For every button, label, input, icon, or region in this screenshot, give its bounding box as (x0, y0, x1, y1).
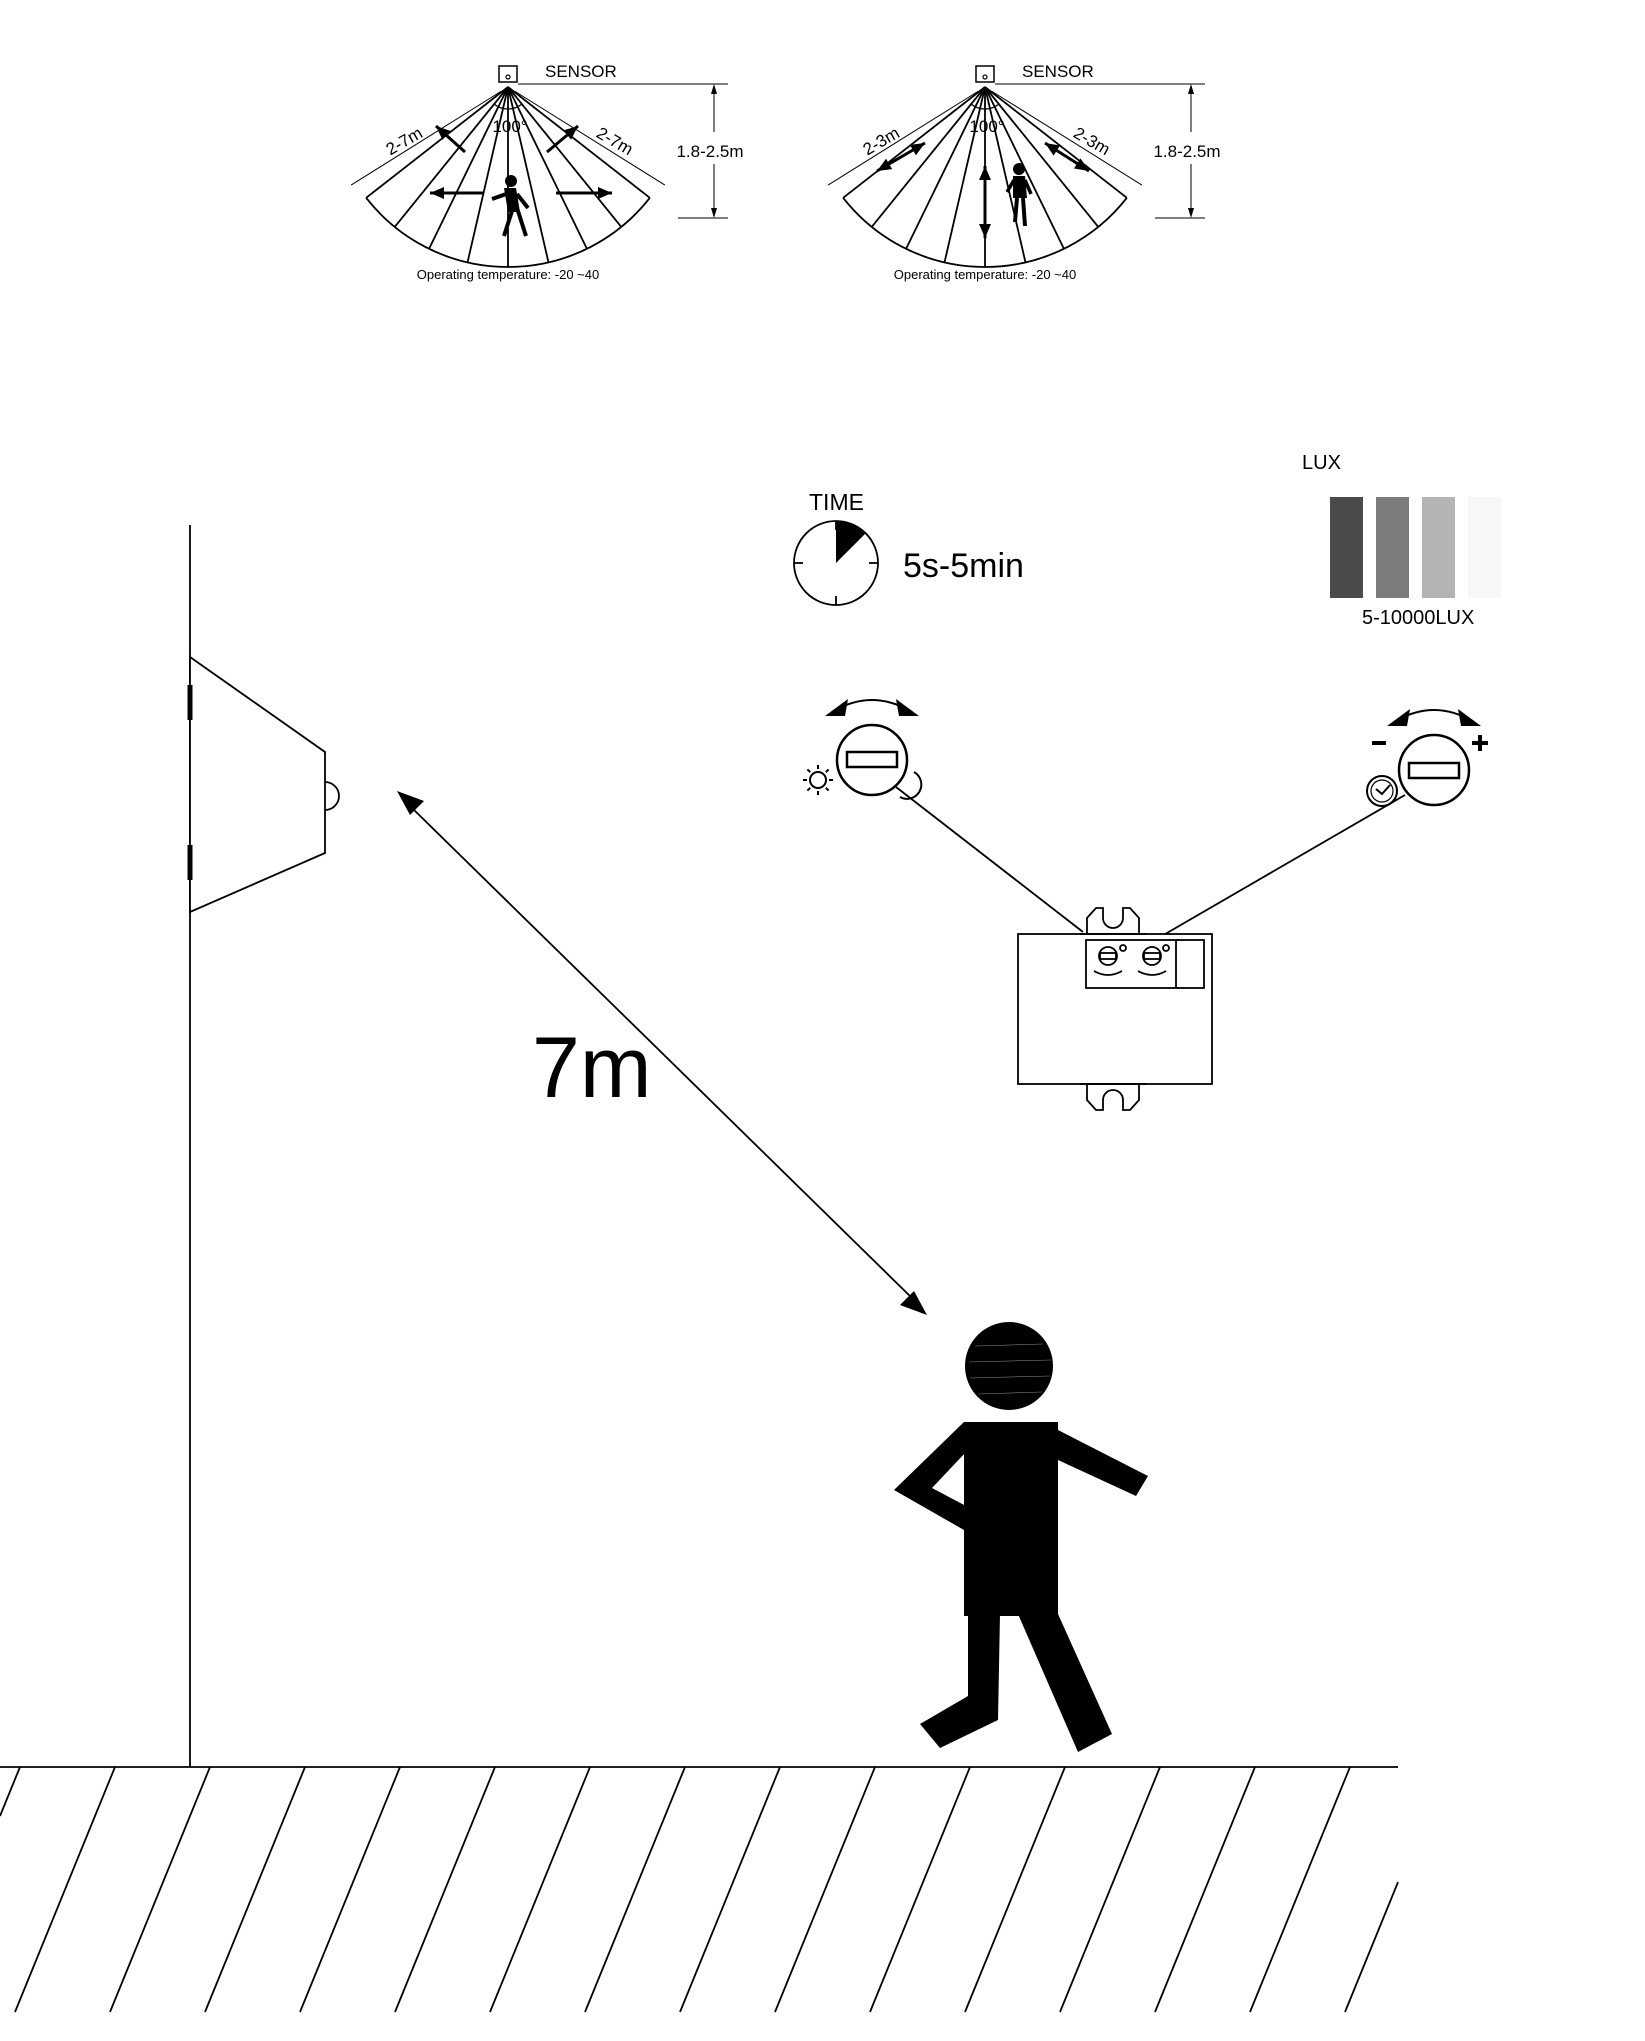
hatch-line (679, 1766, 781, 2013)
hatch-line (1344, 1881, 1399, 2013)
lux-swatch (1468, 497, 1501, 598)
hatch-line (1059, 1766, 1161, 2013)
hatch-line (14, 1766, 116, 2013)
coverage-ray (365, 86, 509, 199)
detection-distance-arrow (397, 791, 927, 1315)
person-icon (894, 1322, 1148, 1752)
plus-icon (1472, 735, 1488, 751)
time-label: TIME (809, 489, 864, 515)
sensor-module (1017, 907, 1213, 1111)
lux-range: 5-10000LUX (1362, 607, 1474, 629)
hatch-line (964, 1766, 1066, 2013)
coverage-ray (984, 86, 1128, 199)
lux-swatch (1330, 497, 1363, 598)
coverage-ray (871, 86, 986, 228)
detection-distance-label: 7m (532, 1020, 651, 1116)
operating-temperature-1: Operating temperature: -20 ~40 (417, 267, 599, 282)
hatch-line (489, 1766, 591, 2013)
hatch-line (1154, 1766, 1256, 2013)
sun-icon (803, 765, 833, 795)
hatch-line (299, 1766, 401, 2013)
leader-line-time (1147, 794, 1406, 945)
coverage-diagram-tangential (350, 65, 728, 268)
time-range: 5s-5min (903, 547, 1024, 585)
hatch-line (204, 1766, 306, 2013)
coverage-ray (466, 86, 509, 263)
hatch-line (394, 1766, 496, 2013)
range-dimension-line (514, 90, 666, 186)
coverage-ray (507, 86, 651, 199)
hatch-line (109, 1766, 211, 2013)
lux-label: LUX (1302, 452, 1341, 474)
left-range-label-2: 2-3m (860, 123, 903, 159)
walking-person-icon (1005, 163, 1033, 227)
lux-swatch (1422, 497, 1455, 598)
coverage-ray (842, 86, 986, 199)
sensor-box (498, 65, 518, 83)
wall-lamp (187, 655, 340, 914)
sensor-box (975, 65, 995, 83)
height-range-label-1: 1.8-2.5m (676, 142, 743, 161)
range-dimension-line (350, 90, 502, 186)
hatch-line (1249, 1766, 1351, 2013)
height-range-label-2: 1.8-2.5m (1153, 142, 1220, 161)
angle-label-2: 100° (969, 117, 1004, 136)
coverage-ray (507, 86, 622, 228)
time-dial-icon (793, 520, 879, 606)
range-dimension-line (827, 90, 979, 186)
coverage-ray (394, 86, 509, 228)
floor-hatching (0, 1766, 1399, 2013)
lux-scale (1330, 497, 1501, 598)
lux-swatch (1376, 497, 1409, 598)
running-person-icon (491, 175, 530, 237)
coverage-arc (365, 197, 651, 268)
angle-label-1: 100° (492, 117, 527, 136)
coverage-ray (984, 86, 1027, 263)
coverage-ray (984, 86, 1099, 228)
coverage-diagram-radial (827, 65, 1205, 268)
sensor-label-1: SENSOR (545, 62, 617, 81)
leader-line-lux (895, 786, 1084, 933)
time-knob (1366, 709, 1488, 807)
hatch-line (869, 1766, 971, 2013)
minus-icon (1372, 741, 1386, 745)
operating-temperature-2: Operating temperature: -20 ~40 (894, 267, 1076, 282)
coverage-ray (507, 86, 550, 263)
sensor-label-2: SENSOR (1022, 62, 1094, 81)
hatch-line (774, 1766, 876, 2013)
hatch-line (584, 1766, 686, 2013)
moon-icon (899, 771, 923, 800)
left-range-label-1: 2-7m (383, 123, 426, 159)
coverage-ray (905, 86, 986, 250)
coverage-ray (943, 86, 986, 263)
time-setting: TIME 5s-5min (793, 489, 1024, 606)
coverage-ray (428, 86, 509, 250)
coverage-ray (507, 86, 588, 250)
hatch-line (0, 1766, 21, 1817)
lux-setting: LUX 5-10000LUX (1302, 452, 1501, 629)
lux-knob (803, 699, 923, 800)
clock-icon (1366, 775, 1398, 807)
range-dimension-line (991, 90, 1143, 186)
